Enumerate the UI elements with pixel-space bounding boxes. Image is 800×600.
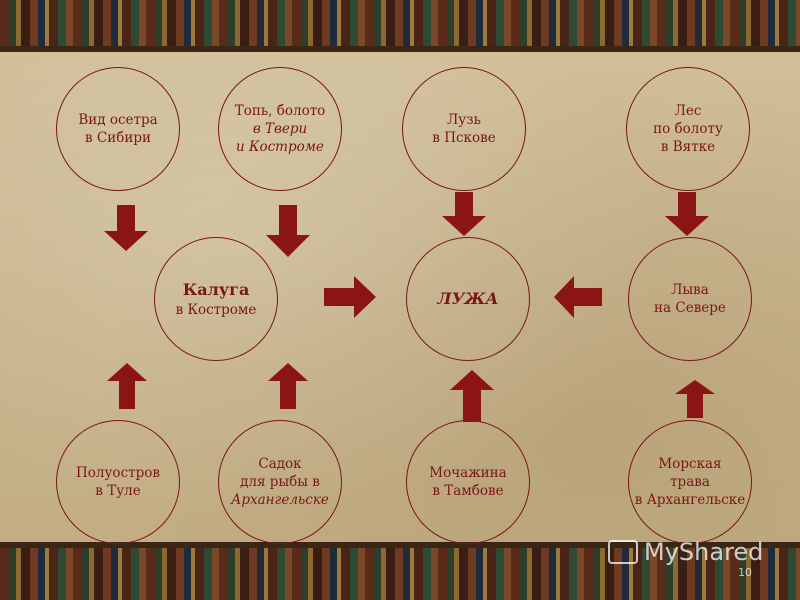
node-lyva: Лыва на Севере bbox=[628, 237, 752, 361]
bookshelf-bottom-border bbox=[0, 542, 800, 600]
node-lyva-line2: на Севере bbox=[654, 300, 726, 316]
node-kaluga: Калуга в Костроме bbox=[154, 237, 278, 361]
node-top-line2: в Твери bbox=[252, 121, 308, 137]
node-morskaya-line3: в Архангельске bbox=[634, 492, 746, 508]
arrow-down-osetr bbox=[104, 205, 148, 251]
node-sadok: Садок для рыбы в Архангельске bbox=[218, 420, 342, 544]
arrow-right-kaluga bbox=[324, 276, 376, 318]
node-les-line3: в Вятке bbox=[660, 139, 716, 155]
watermark-logo: MyShared bbox=[608, 538, 763, 566]
arrow-up-poluostrov bbox=[107, 363, 147, 409]
node-luzha-title: ЛУЖА bbox=[437, 289, 499, 308]
arrow-down-top bbox=[266, 205, 310, 257]
node-morskaya-line2: трава bbox=[670, 474, 710, 490]
node-sadok-line1: Садок bbox=[258, 456, 302, 472]
node-les-line1: Лес bbox=[674, 103, 702, 119]
node-sadok-line3: Архангельске bbox=[231, 492, 329, 508]
node-morskaya-line1: Морская bbox=[658, 456, 722, 472]
watermark-text: MyShared bbox=[644, 538, 764, 566]
node-lyva-line1: Лыва bbox=[671, 282, 709, 298]
node-luz-line2: в Пскове bbox=[432, 130, 496, 146]
arrow-down-luz bbox=[442, 192, 486, 236]
node-luz: Лузь в Пскове bbox=[402, 67, 526, 191]
node-morskaya: Морская трава в Архангельске bbox=[628, 420, 752, 544]
node-mochazhina-line1: Мочажина bbox=[429, 465, 507, 481]
bookshelf-top-border bbox=[0, 0, 800, 52]
node-poluostrov: Полуостров в Туле bbox=[56, 420, 180, 544]
arrow-up-mochazhina bbox=[450, 370, 494, 422]
node-top-line3: и Костроме bbox=[236, 139, 324, 155]
node-luzha: ЛУЖА bbox=[406, 237, 530, 361]
node-mochazhina: Мочажина в Тамбове bbox=[406, 420, 530, 544]
presentation-icon bbox=[608, 540, 638, 564]
arrow-left-lyva bbox=[554, 276, 602, 318]
node-osetr: Вид осетра в Сибири bbox=[56, 67, 180, 191]
node-poluostrov-line2: в Туле bbox=[95, 483, 141, 499]
node-luz-line1: Лузь bbox=[447, 112, 481, 128]
node-top: Топь, болото в Твери и Костроме bbox=[218, 67, 342, 191]
node-osetr-line1: Вид осетра bbox=[78, 112, 158, 128]
node-top-line1: Топь, болото bbox=[234, 103, 326, 119]
node-poluostrov-line1: Полуостров bbox=[76, 465, 160, 481]
node-les: Лес по болоту в Вятке bbox=[626, 67, 750, 191]
node-kaluga-line2: в Костроме bbox=[175, 302, 257, 318]
node-osetr-line2: в Сибири bbox=[85, 130, 151, 146]
arrow-up-sadok bbox=[268, 363, 308, 409]
node-mochazhina-line2: в Тамбове bbox=[432, 483, 504, 499]
arrow-up-morskaya bbox=[675, 380, 715, 418]
arrow-down-les bbox=[665, 192, 709, 236]
node-les-line2: по болоту bbox=[653, 121, 723, 137]
page-number: 10 bbox=[738, 566, 752, 579]
node-sadok-line2: для рыбы в bbox=[240, 474, 320, 490]
node-kaluga-line1: Калуга bbox=[182, 280, 250, 299]
